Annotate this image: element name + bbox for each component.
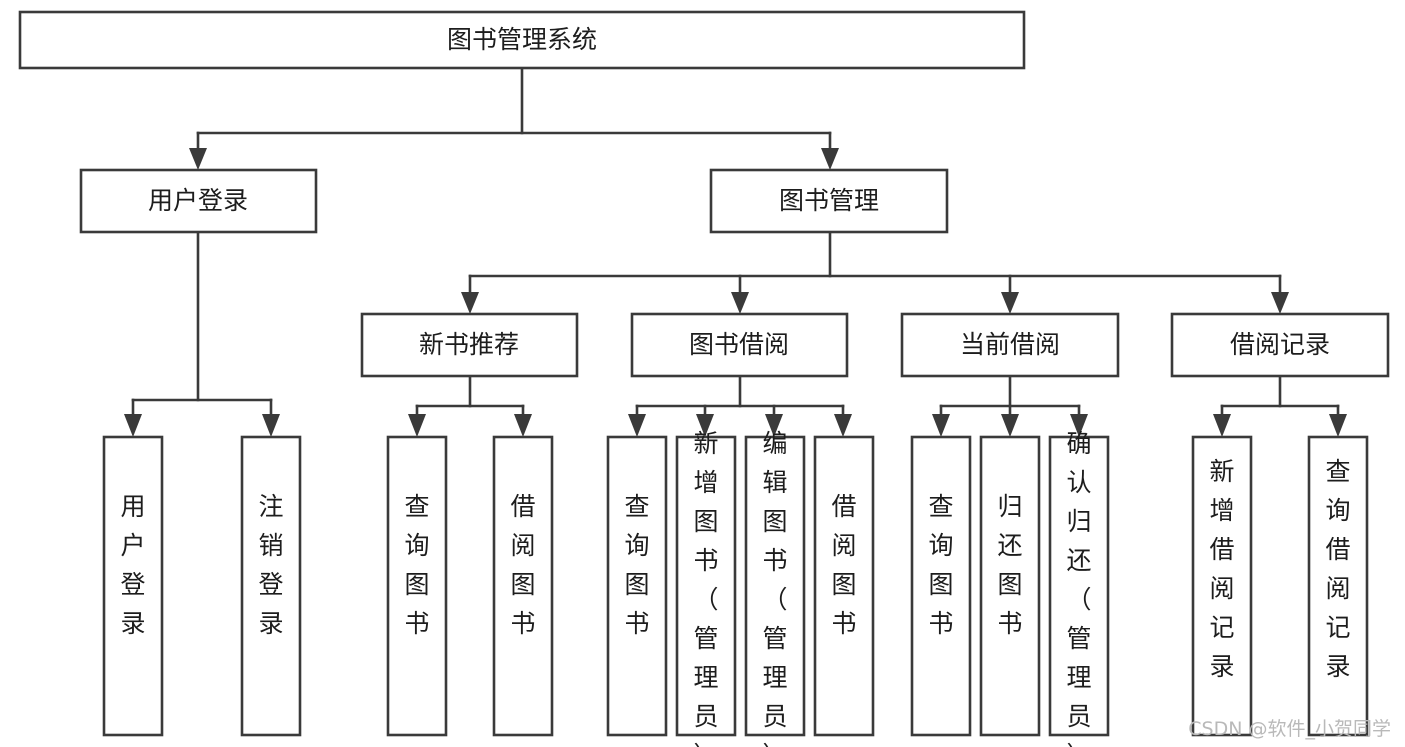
node-book-borrow-label: 图书借阅 xyxy=(689,330,789,359)
connectors-root-to-level2 xyxy=(189,66,839,170)
leaf-node-query-book-recommend[interactable]: 查询图书 xyxy=(386,435,448,737)
connectors-book-manage-to-level3 xyxy=(461,230,1289,314)
arrow-to-current-borrow-icon xyxy=(1001,292,1019,314)
leaf-add-borrow-record-box xyxy=(1191,435,1253,737)
arrow-to-leaf-confirm-return-icon xyxy=(1070,414,1088,437)
connectors-user-login-to-leaves xyxy=(124,230,280,437)
leaf-query-book-borrow-box xyxy=(606,435,668,737)
connectors-new-book-to-leaves xyxy=(408,374,532,437)
node-user-login[interactable]: 用户登录 xyxy=(79,168,318,234)
leaf-query-borrow-record-box xyxy=(1307,435,1369,737)
leaf-node-user-login[interactable]: 用户登录 xyxy=(102,435,164,737)
leaf-node-edit-book[interactable]: 编辑图书（管理员） xyxy=(744,429,806,747)
arrow-to-book-manage-icon xyxy=(821,148,839,170)
node-borrow-records-label: 借阅记录 xyxy=(1230,330,1330,359)
leaf-query-book-recommend-label: 查询图书 xyxy=(404,492,429,638)
arrow-to-leaf-borrow-book-2-icon xyxy=(834,414,852,437)
arrow-to-leaf-add-record-icon xyxy=(1213,414,1231,437)
node-user-login-label: 用户登录 xyxy=(148,186,248,215)
leaf-add-book-label: 新增图书（管理员） xyxy=(693,429,718,747)
leaf-node-query-borrow-record[interactable]: 查询借阅记录 xyxy=(1307,435,1369,737)
node-book-management-label: 图书管理 xyxy=(779,186,879,215)
leaf-borrow-book-recommend-box xyxy=(492,435,554,737)
arrow-to-leaf-edit-book-icon xyxy=(765,414,783,437)
node-borrow-records-box xyxy=(1170,312,1390,378)
node-root-box xyxy=(18,10,1026,70)
leaf-logout-label: 注销登录 xyxy=(258,492,283,638)
leaf-node-add-borrow-record[interactable]: 新增借阅记录 xyxy=(1191,435,1253,737)
arrow-to-leaf-query-book-2-icon xyxy=(628,414,646,437)
node-current-borrow[interactable]: 当前借阅 xyxy=(900,312,1120,378)
node-book-management-box xyxy=(709,168,949,234)
leaf-node-confirm-return[interactable]: 确认归还（管理员） xyxy=(1048,429,1110,747)
connectors-book-borrow-to-leaves xyxy=(628,374,852,437)
leaf-node-query-book-borrow[interactable]: 查询图书 xyxy=(606,435,668,737)
node-current-borrow-box xyxy=(900,312,1120,378)
leaf-borrow-book-box xyxy=(813,435,875,737)
leaf-node-logout[interactable]: 注销登录 xyxy=(240,435,302,737)
node-book-management[interactable]: 图书管理 xyxy=(709,168,949,234)
leaf-confirm-return-label: 确认归还（管理员） xyxy=(1066,429,1091,747)
leaf-node-borrow-book-recommend[interactable]: 借阅图书 xyxy=(492,435,554,737)
leaf-query-borrow-record-label: 查询借阅记录 xyxy=(1325,457,1350,681)
node-root-label: 图书管理系统 xyxy=(447,25,597,54)
arrow-to-leaf-query-book-3-icon xyxy=(932,414,950,437)
node-current-borrow-label: 当前借阅 xyxy=(960,330,1060,359)
leaf-query-book-borrow-label: 查询图书 xyxy=(624,492,649,638)
arrow-to-leaf-query-record-icon xyxy=(1329,414,1347,437)
node-new-book-recommend-box xyxy=(360,312,579,378)
arrow-to-borrow-records-icon xyxy=(1271,292,1289,314)
connectors-current-borrow-to-leaves xyxy=(932,374,1088,437)
leaf-user-login-box xyxy=(102,435,164,737)
arrow-to-leaf-borrow-book-1-icon xyxy=(514,414,532,437)
arrow-to-leaf-return-book-icon xyxy=(1001,414,1019,437)
leaf-node-query-book-current[interactable]: 查询图书 xyxy=(910,435,972,737)
arrow-to-user-login-icon xyxy=(189,148,207,170)
leaf-user-login-label: 用户登录 xyxy=(120,492,145,638)
arrow-to-leaf-logout-icon xyxy=(262,414,280,437)
arrow-to-leaf-user-login-icon xyxy=(124,414,142,437)
leaf-add-borrow-record-label: 新增借阅记录 xyxy=(1209,457,1234,681)
leaf-node-borrow-book[interactable]: 借阅图书 xyxy=(813,435,875,737)
arrow-to-new-book-icon xyxy=(461,292,479,314)
leaf-return-book-box xyxy=(979,435,1041,737)
leaf-add-book-box xyxy=(675,435,737,737)
node-new-book-recommend-label: 新书推荐 xyxy=(419,330,519,359)
arrow-to-leaf-add-book-icon xyxy=(696,414,714,437)
leaf-query-book-current-label: 查询图书 xyxy=(928,492,953,638)
csdn-watermark: CSDN @软件_小贺同学 xyxy=(1188,718,1391,740)
leaf-query-book-current-box xyxy=(910,435,972,737)
leaf-return-book-label: 归还图书 xyxy=(997,492,1022,638)
leaf-logout-box xyxy=(240,435,302,737)
leaf-edit-book-box xyxy=(744,435,806,737)
leaf-confirm-return-box xyxy=(1048,435,1110,737)
node-book-borrow-box xyxy=(630,312,849,378)
arrow-to-book-borrow-icon xyxy=(731,292,749,314)
leaf-borrow-book-recommend-label: 借阅图书 xyxy=(510,492,535,638)
connectors-borrow-records-to-leaves xyxy=(1213,374,1347,437)
leaf-edit-book-label: 编辑图书（管理员） xyxy=(762,429,787,747)
node-new-book-recommend[interactable]: 新书推荐 xyxy=(360,312,579,378)
node-borrow-records[interactable]: 借阅记录 xyxy=(1170,312,1390,378)
node-book-borrow[interactable]: 图书借阅 xyxy=(630,312,849,378)
leaf-borrow-book-label: 借阅图书 xyxy=(831,492,856,638)
node-root-book-management-system[interactable]: 图书管理系统 xyxy=(18,10,1026,70)
leaf-node-return-book[interactable]: 归还图书 xyxy=(979,435,1041,737)
leaf-node-add-book[interactable]: 新增图书（管理员） xyxy=(675,429,737,747)
arrow-to-leaf-query-book-1-icon xyxy=(408,414,426,437)
leaf-query-book-recommend-box xyxy=(386,435,448,737)
node-user-login-box xyxy=(79,168,318,234)
